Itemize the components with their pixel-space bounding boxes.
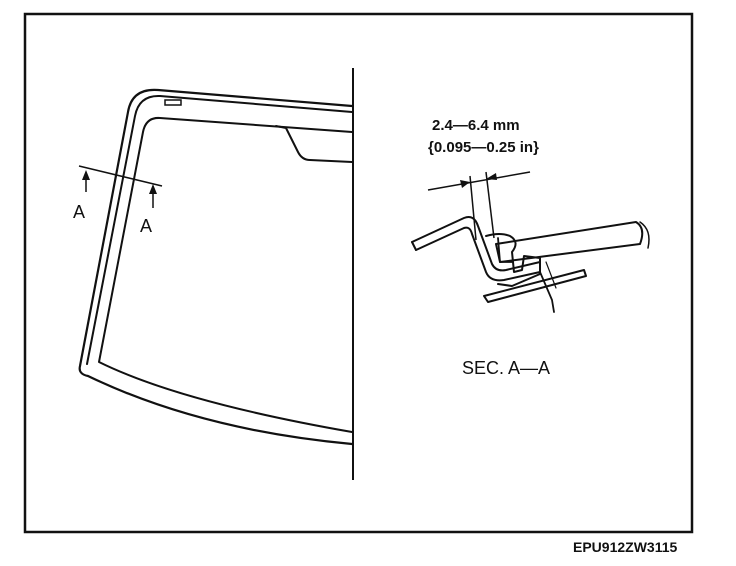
figure-code: EPU912ZW3115 [573, 539, 677, 555]
section-arrow-right [149, 184, 157, 208]
body-panel [411, 216, 541, 272]
windshield-ceramic-edge [98, 116, 353, 433]
section-mark-left: A [73, 202, 85, 222]
figure-frame [23, 12, 694, 534]
windshield-view: A A [73, 88, 354, 446]
section-caption: SEC. A—A [462, 358, 550, 378]
dimension-mm-label: 2.4—6.4 mm [432, 117, 520, 134]
extension-line-right [485, 171, 495, 239]
glass-marking [164, 99, 182, 106]
extension-line-left [469, 175, 477, 241]
windshield-molding-line [86, 94, 353, 365]
section-line [78, 165, 163, 187]
section-arrow-left [82, 170, 90, 192]
dimension-in-label: {0.095—0.25 in} [428, 139, 539, 156]
body-panel-inner [415, 226, 541, 282]
dimension-line [427, 171, 531, 191]
windshield-outer-edge [78, 88, 354, 446]
section-mark-right: A [140, 216, 152, 236]
glass-pane [495, 221, 644, 263]
molding-profile [485, 233, 541, 287]
mirror-bracket-outline [275, 125, 353, 163]
lower-flange [483, 269, 587, 303]
section-view: 2.4—6.4 mm {0.095—0.25 in} SEC. A—A [411, 117, 650, 378]
